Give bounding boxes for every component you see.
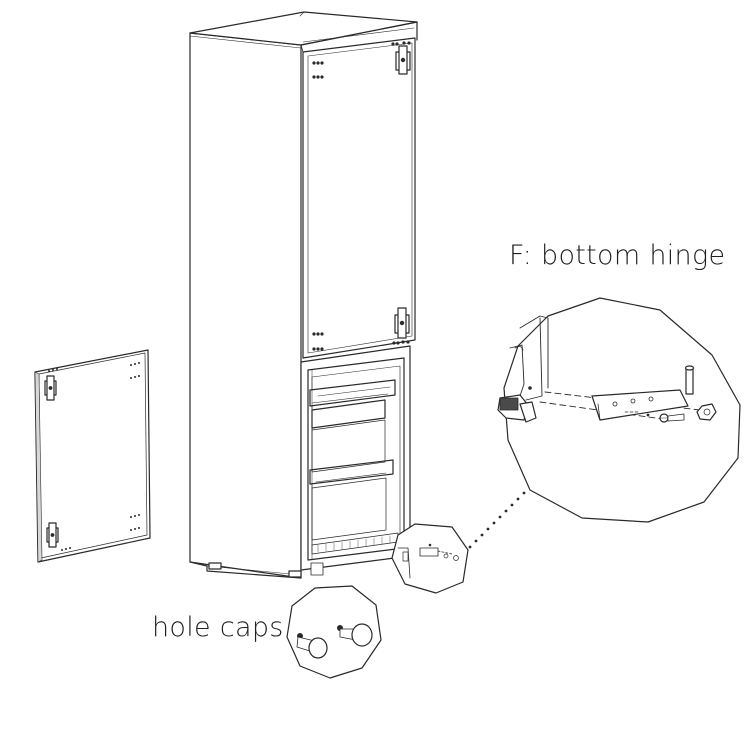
hole-caps-label: hole caps: [152, 612, 284, 643]
leader-line: [468, 491, 526, 549]
bottom-hinge-small-detail: [391, 523, 469, 594]
hole-cap-left: [296, 633, 328, 659]
middle-hinge: [312, 307, 410, 351]
hole-caps-detail-circle: [286, 585, 382, 679]
removed-door-panel: [34, 349, 151, 563]
hole-cap-right: [337, 623, 373, 647]
top-hinge-upper-door: [312, 41, 411, 79]
fridge-cabinet: [189, 11, 418, 579]
freezer-compartment: [300, 345, 411, 576]
hinge-nut: [696, 403, 717, 421]
hinge-screw: [659, 413, 685, 423]
bottom-hinge-label: F: bottom hinge: [509, 240, 726, 271]
bottom-hinge-detail-circle: [497, 297, 741, 523]
upper-door: [300, 37, 416, 359]
